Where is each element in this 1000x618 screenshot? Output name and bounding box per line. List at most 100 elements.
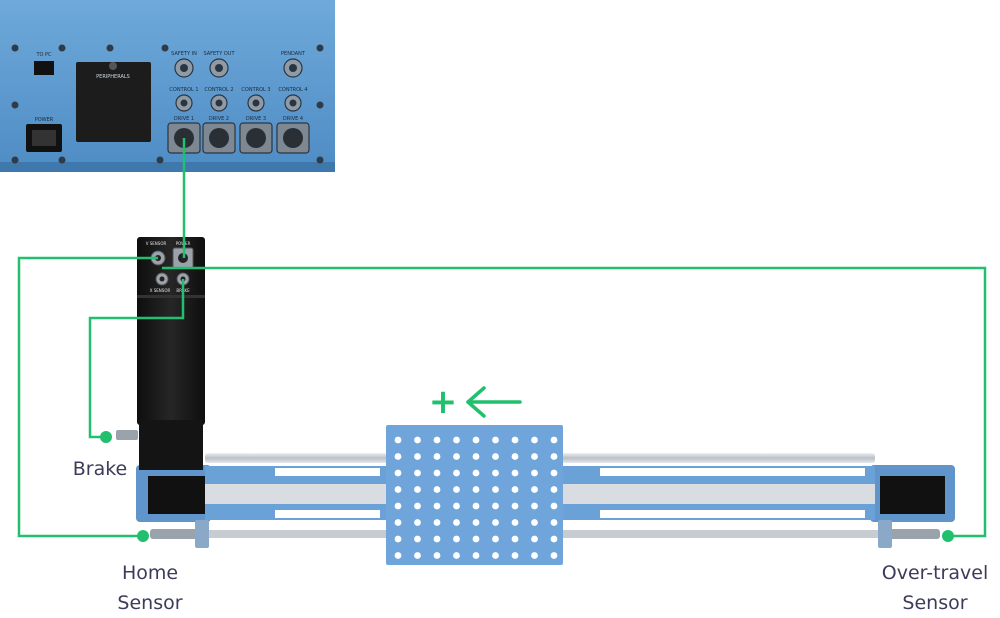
plate-hole (492, 453, 499, 460)
plate-hole (472, 502, 480, 510)
to-pc-label: TO PC (35, 52, 52, 58)
plate-hole (414, 519, 421, 526)
plate-hole (511, 453, 519, 460)
overtravel-sensor-callout-line1: Over-travel (881, 562, 989, 584)
overtravel-sensor-cable (162, 266, 987, 538)
plate-hole (492, 469, 499, 477)
plate-hole (531, 535, 538, 543)
plate-hole (472, 535, 480, 543)
plate-hole (511, 519, 519, 526)
controller-panel: TO PC POWER PERIPHERALS SAFETY IN SAFETY… (0, 0, 335, 172)
plate-hole (472, 486, 480, 493)
wiring (17, 138, 987, 538)
plate-hole (550, 502, 558, 510)
control-1-label: CONTROL 1 (169, 87, 198, 93)
plate-hole (394, 552, 402, 559)
plate-hole (453, 535, 460, 543)
plate-hole (433, 453, 441, 460)
plate-hole (531, 486, 538, 493)
carriage-plate (386, 425, 563, 565)
drive-connectors (167, 122, 310, 154)
arrow-left-icon (466, 386, 522, 418)
plate-hole (433, 535, 441, 543)
plate-hole (394, 502, 402, 510)
motor-v-sensor-label: V SENSOR (146, 241, 167, 246)
plate-hole (433, 486, 441, 493)
motor: V SENSOR POWER X SENSOR BRAKE (116, 237, 205, 470)
usb-port (34, 61, 54, 75)
plate-hole (531, 469, 538, 477)
drive-4-label: DRIVE 4 (283, 116, 303, 122)
plate-hole (550, 486, 558, 493)
drive-1-label: DRIVE 1 (174, 116, 194, 122)
positive-direction-sign: + (429, 382, 458, 422)
plate-hole (511, 552, 519, 559)
plate-hole (394, 535, 402, 543)
plate-hole (550, 453, 558, 460)
control-2-label: CONTROL 2 (204, 87, 233, 93)
plate-hole (433, 519, 441, 526)
home-sensor-endpoint-dot (137, 530, 149, 542)
plate-hole (433, 469, 441, 477)
plate-hole (414, 552, 421, 559)
overtravel-sensor-callout-line2: Sensor (902, 592, 968, 614)
plate-hole (492, 486, 499, 493)
plate-hole (472, 519, 480, 526)
control-4-label: CONTROL 4 (278, 87, 307, 93)
plate-hole (414, 436, 421, 444)
plate-hole (453, 469, 460, 477)
plate-hole (550, 535, 558, 543)
plate-hole (453, 453, 460, 460)
peripherals-port (76, 62, 151, 142)
plate-hole (472, 453, 480, 460)
plate-hole (453, 552, 460, 559)
plate-hole (453, 436, 460, 444)
brake-endpoint-dot (100, 431, 112, 443)
plate-hole (394, 486, 402, 493)
plate-hole (550, 552, 558, 559)
plate-hole (414, 502, 421, 510)
plate-hole (414, 469, 421, 477)
plate-hole (453, 502, 460, 510)
plate-hole (433, 436, 441, 444)
plate-hole (394, 519, 402, 526)
plate-hole (550, 519, 558, 526)
drive-2-label: DRIVE 2 (209, 116, 229, 122)
plate-hole (433, 552, 441, 559)
safety-out-label: SAFETY OUT (203, 51, 235, 57)
plate-hole (453, 519, 460, 526)
plate-hole (492, 519, 499, 526)
plate-hole (550, 436, 558, 444)
drive-3-label: DRIVE 3 (246, 116, 266, 122)
plate-hole (453, 486, 460, 493)
plate-hole (531, 453, 538, 460)
plate-hole (511, 535, 519, 543)
plate-hole (394, 453, 402, 460)
home-sensor-callout: Home Sensor (100, 558, 200, 618)
plate-hole (414, 486, 421, 493)
plate-hole (531, 502, 538, 510)
overtravel-sensor-endpoint-dot (942, 530, 954, 542)
plate-hole (511, 486, 519, 493)
plate-hole (394, 436, 402, 444)
plate-hole (511, 469, 519, 477)
plate-hole (433, 502, 441, 510)
brake-cable (88, 279, 185, 439)
home-sensor-callout-line1: Home (121, 562, 179, 584)
plate-hole (511, 436, 519, 444)
peripherals-label: PERIPHERALS (96, 74, 130, 80)
home-sensor-callout-line2: Sensor (117, 592, 183, 614)
safety-in-label: SAFETY IN (171, 51, 197, 57)
plate-hole (414, 535, 421, 543)
motor-x-sensor-label: X SENSOR (150, 288, 171, 293)
direction-indicator: + (429, 382, 522, 422)
plate-hole (531, 436, 538, 444)
pendant-label: PENDANT (281, 51, 306, 57)
plate-hole (472, 469, 480, 477)
plate-hole (414, 453, 421, 460)
plate-hole (531, 519, 538, 526)
plate-hole (492, 502, 499, 510)
wire-endpoints (100, 431, 954, 542)
plate-hole (531, 552, 538, 559)
